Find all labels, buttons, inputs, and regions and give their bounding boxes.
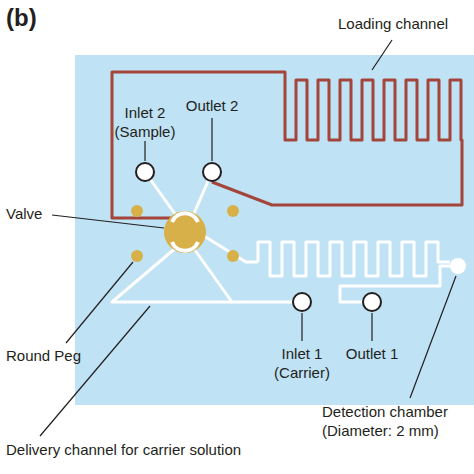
carrier-channel [112, 172, 450, 302]
outlet-port [203, 163, 221, 181]
leader-line [40, 40, 456, 436]
panel-label: (b) [6, 4, 37, 32]
part-label: Inlet 2 (Sample) [105, 103, 185, 141]
inlet-port [136, 163, 154, 181]
round-peg [131, 205, 239, 262]
channel [112, 246, 292, 302]
valve [164, 211, 206, 253]
channel [340, 266, 450, 302]
port [136, 163, 381, 311]
leader-line [372, 40, 392, 70]
part-label: Delivery channel for carrier solution [6, 440, 241, 459]
leader-line [144, 141, 145, 161]
leader-line [40, 306, 150, 436]
part-label: Valve [6, 204, 42, 223]
round-peg [227, 205, 239, 217]
outlet-port [363, 293, 381, 311]
valve-seat [172, 213, 198, 222]
loading-channel [112, 72, 462, 218]
part-label: Inlet 1 (Carrier) [257, 344, 347, 382]
leader-line [410, 276, 456, 398]
round-peg [131, 250, 143, 262]
channel [192, 246, 232, 302]
part-label: Detection chamber (Diameter: 2 mm) [322, 402, 470, 440]
round-peg [227, 250, 239, 262]
chip-body [75, 55, 474, 405]
inlet-port [293, 293, 311, 311]
channel [204, 236, 258, 262]
valve-seat [172, 213, 198, 251]
valve-seat [172, 242, 198, 251]
leader-line [301, 313, 302, 341]
round-peg [131, 205, 143, 217]
leader-line [211, 118, 212, 161]
leader-line [66, 262, 133, 343]
part-label: Round Peg [6, 346, 81, 365]
leader-line [52, 215, 164, 228]
loading-channel [112, 72, 462, 218]
leader-line [371, 313, 372, 341]
part-label: Outlet 1 [337, 344, 407, 363]
part-label: Loading channel [338, 14, 448, 33]
part-label: Outlet 2 [172, 96, 252, 115]
detection-chamber [450, 258, 466, 274]
carrier-channel [258, 242, 450, 276]
